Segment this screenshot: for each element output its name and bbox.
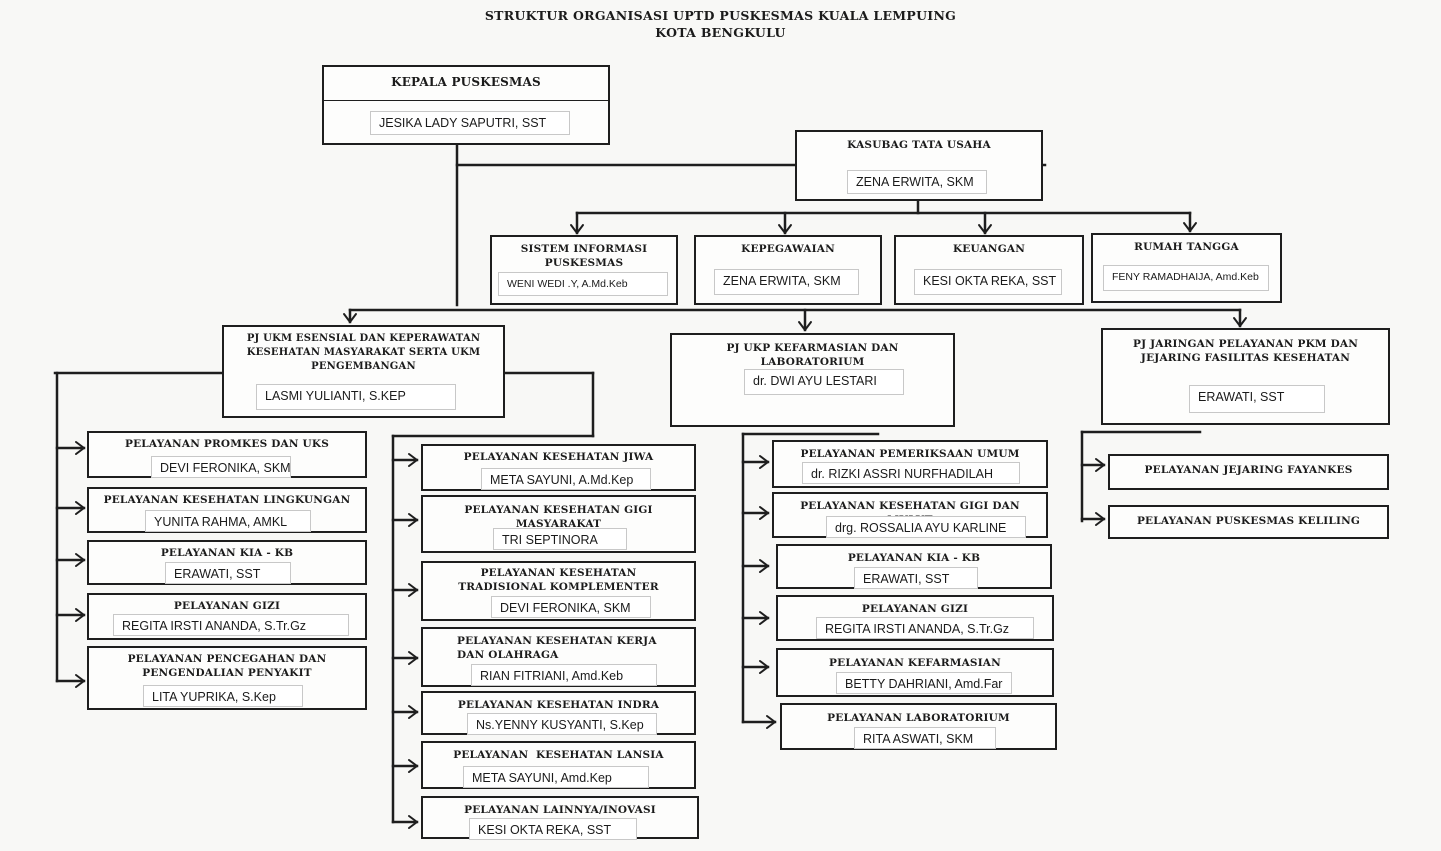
rumah-tangga-box: RUMAH TANGGA FENY RAMADHAIJA, Amd.Keb (1091, 233, 1282, 303)
pj-ukp-title: PJ UKP KEFARMASIAN DAN LABORATORIUM (726, 342, 899, 368)
pemeriksaan-umum-box: PELAYANAN PEMERIKSAAN UMUM dr. RIZKI ASS… (772, 440, 1048, 488)
kepegawaian-title: KEPEGAWAIAN (741, 243, 835, 255)
laboratorium-name: RITA ASWATI, SKM (854, 727, 996, 749)
rumah-tangga-name: FENY RAMADHAIJA, Amd.Keb (1103, 265, 1269, 291)
pj-ukp-name: dr. DWI AYU LESTARI (744, 369, 904, 395)
pj-ukm-title: PJ UKM ESENSIAL DAN KEPERAWATAN KESEHATA… (246, 333, 481, 372)
kia-kb-ukp-box: PELAYANAN KIA - KB ERAWATI, SST (776, 544, 1052, 589)
promkes-uks-title: PELAYANAN PROMKES DAN UKS (124, 438, 329, 450)
kia-kb-ukp-name: ERAWATI, SST (854, 567, 978, 589)
kerja-olahraga-name: RIAN FITRIANI, Amd.Keb (471, 664, 657, 686)
kesehatan-lingkungan-title: PELAYANAN KESEHATAN LINGKUNGAN (103, 494, 351, 506)
pj-ukp-box: PJ UKP KEFARMASIAN DAN LABORATORIUM dr. … (670, 333, 955, 427)
rumah-tangga-title: RUMAH TANGGA (1134, 241, 1239, 253)
gizi-esensial-box: PELAYANAN GIZI REGITA IRSTI ANANDA, S.Tr… (87, 593, 367, 640)
kesehatan-jiwa-title: PELAYANAN KESEHATAN JIWA (463, 451, 654, 463)
kefarmasian-name: BETTY DAHRIANI, Amd.Far (836, 672, 1012, 694)
tradisional-komplementer-name: DEVI FERONIKA, SKM (491, 596, 651, 618)
chart-title: STRUKTUR ORGANISASI UPTD PUSKESMAS KUALA… (484, 8, 957, 23)
gigi-mulut-box: PELAYANAN KESEHATAN GIGI DAN MULUT drg. … (772, 492, 1048, 538)
puskesmas-keliling-box: PELAYANAN PUSKESMAS KELILING (1108, 505, 1389, 539)
keuangan-box: KEUANGAN KESI OKTA REKA, SST (894, 235, 1084, 305)
pencegahan-penyakit-name: LITA YUPRIKA, S.Kep (143, 685, 303, 707)
pj-jaringan-name: ERAWATI, SST (1189, 385, 1325, 413)
tradisional-komplementer-box: PELAYANAN KESEHATAN TRADISIONAL KOMPLEME… (421, 561, 696, 621)
gigi-masyarakat-title: PELAYANAN KESEHATAN GIGI MASYARAKAT (464, 504, 653, 530)
pemeriksaan-umum-name: dr. RIZKI ASSRI NURFHADILAH (802, 462, 1020, 484)
pencegahan-penyakit-box: PELAYANAN PENCEGAHAN DAN PENGENDALIAN PE… (87, 646, 367, 710)
kesehatan-lansia-title: PELAYANAN KESEHATAN LANSIA (453, 749, 664, 761)
jejaring-fayankes-box: PELAYANAN JEJARING FAYANKES (1108, 454, 1389, 490)
kasubag-tata-usaha-title: KASUBAG TATA USAHA (847, 139, 991, 151)
promkes-uks-name: DEVI FERONIKA, SKM (151, 456, 291, 478)
puskesmas-keliling-title: PELAYANAN PUSKESMAS KELILING (1136, 515, 1361, 527)
kesehatan-lingkungan-box: PELAYANAN KESEHATAN LINGKUNGAN YUNITA RA… (87, 487, 367, 533)
keuangan-title: KEUANGAN (952, 243, 1026, 255)
gizi-ukp-title: PELAYANAN GIZI (861, 603, 969, 615)
kesehatan-lansia-name: META SAYUNI, Amd.Kep (463, 766, 649, 788)
sistem-informasi-name: WENI WEDI .Y, A.Md.Keb (498, 272, 668, 296)
pemeriksaan-umum-title: PELAYANAN PEMERIKSAAN UMUM (800, 448, 1020, 460)
sistem-informasi-box: SISTEM INFORMASI PUSKESMAS WENI WEDI .Y,… (490, 235, 678, 305)
kepala-puskesmas-title: KEPALA PUSKESMAS (391, 75, 541, 89)
lainnya-inovasi-name: KESI OKTA REKA, SST (469, 818, 637, 840)
sistem-informasi-title: SISTEM INFORMASI PUSKESMAS (520, 243, 648, 269)
kia-kb-esensial-box: PELAYANAN KIA - KB ERAWATI, SST (87, 540, 367, 585)
laboratorium-title: PELAYANAN LABORATORIUM (827, 712, 1010, 724)
pj-jaringan-box: PJ JARINGAN PELAYANAN PKM DAN JEJARING F… (1101, 328, 1390, 425)
pj-ukm-name: LASMI YULIANTI, S.KEP (256, 384, 456, 410)
kepala-puskesmas-name: JESIKA LADY SAPUTRI, SST (370, 111, 570, 135)
kesehatan-jiwa-box: PELAYANAN KESEHATAN JIWA META SAYUNI, A.… (421, 444, 696, 491)
kesehatan-indra-name: Ns.YENNY KUSYANTI, S.Kep (467, 713, 657, 735)
gizi-esensial-name: REGITA IRSTI ANANDA, S.Tr.Gz (113, 614, 349, 636)
gizi-ukp-box: PELAYANAN GIZI REGITA IRSTI ANANDA, S.Tr… (776, 595, 1054, 641)
lainnya-inovasi-title: PELAYANAN LAINNYA/INOVASI (464, 804, 656, 816)
kerja-olahraga-box: PELAYANAN KESEHATAN KERJA DAN OLAHRAGA R… (421, 627, 696, 687)
kerja-olahraga-title: PELAYANAN KESEHATAN KERJA DAN OLAHRAGA (457, 635, 657, 661)
gigi-masyarakat-box: PELAYANAN KESEHATAN GIGI MASYARAKAT TRI … (421, 495, 696, 553)
pencegahan-penyakit-title: PELAYANAN PENCEGAHAN DAN PENGENDALIAN PE… (127, 653, 327, 679)
tradisional-komplementer-title: PELAYANAN KESEHATAN TRADISIONAL KOMPLEME… (458, 567, 659, 593)
kefarmasian-title: PELAYANAN KEFARMASIAN (829, 657, 1001, 669)
kesehatan-lingkungan-name: YUNITA RAHMA, AMKL (145, 510, 311, 532)
gizi-esensial-title: PELAYANAN GIZI (173, 600, 281, 612)
kepegawaian-name: ZENA ERWITA, SKM (714, 269, 859, 295)
kesehatan-jiwa-name: META SAYUNI, A.Md.Kep (481, 468, 651, 490)
kia-kb-esensial-title: PELAYANAN KIA - KB (160, 547, 294, 559)
pj-ukm-box: PJ UKM ESENSIAL DAN KEPERAWATAN KESEHATA… (222, 325, 505, 418)
pj-jaringan-title: PJ JARINGAN PELAYANAN PKM DAN JEJARING F… (1132, 338, 1359, 364)
gigi-mulut-name: drg. ROSSALIA AYU KARLINE (826, 516, 1026, 538)
kefarmasian-box: PELAYANAN KEFARMASIAN BETTY DAHRIANI, Am… (776, 648, 1054, 697)
gizi-ukp-name: REGITA IRSTI ANANDA, S.Tr.Gz (816, 617, 1034, 639)
kesehatan-lansia-box: PELAYANAN KESEHATAN LANSIA META SAYUNI, … (421, 741, 696, 789)
kepegawaian-box: KEPEGAWAIAN ZENA ERWITA, SKM (694, 235, 882, 305)
kesehatan-indra-title: PELAYANAN KESEHATAN INDRA (457, 699, 660, 711)
kepala-puskesmas-box: KEPALA PUSKESMAS JESIKA LADY SAPUTRI, SS… (322, 65, 610, 145)
laboratorium-box: PELAYANAN LABORATORIUM RITA ASWATI, SKM (780, 703, 1057, 750)
kesehatan-indra-box: PELAYANAN KESEHATAN INDRA Ns.YENNY KUSYA… (421, 691, 696, 735)
kia-kb-esensial-name: ERAWATI, SST (165, 562, 291, 584)
gigi-masyarakat-name: TRI SEPTINORA (493, 528, 627, 550)
kasubag-tata-usaha-box: KASUBAG TATA USAHA ZENA ERWITA, SKM (795, 130, 1043, 201)
lainnya-inovasi-box: PELAYANAN LAINNYA/INOVASI KESI OKTA REKA… (421, 796, 699, 840)
jejaring-fayankes-title: PELAYANAN JEJARING FAYANKES (1144, 464, 1353, 476)
promkes-uks-box: PELAYANAN PROMKES DAN UKS DEVI FERONIKA,… (87, 431, 367, 478)
kasubag-tata-usaha-name: ZENA ERWITA, SKM (847, 170, 987, 194)
kia-kb-ukp-title: PELAYANAN KIA - KB (847, 552, 981, 564)
chart-subtitle: KOTA BENGKULU (655, 25, 786, 40)
keuangan-name: KESI OKTA REKA, SST (914, 269, 1062, 295)
